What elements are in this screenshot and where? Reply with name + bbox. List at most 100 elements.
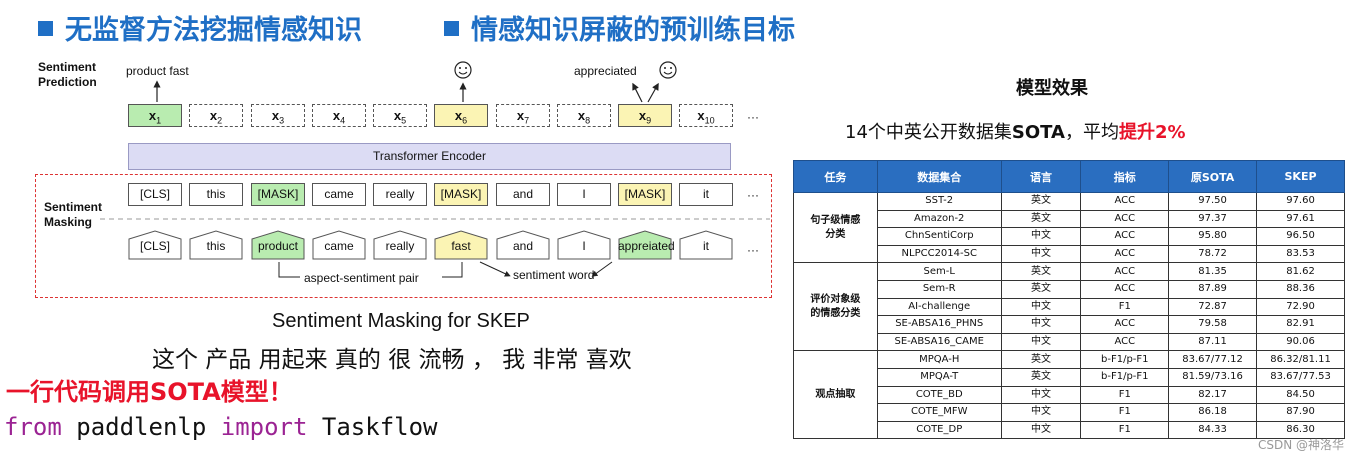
table-cell: 97.50: [1168, 192, 1258, 211]
bullet-square-icon: [444, 21, 459, 36]
sentiment-prediction-label: Sentiment Prediction: [38, 60, 97, 90]
masked-token: [MASK]: [434, 183, 488, 206]
table-cell: 81.35: [1168, 262, 1258, 281]
token-base: x: [332, 108, 341, 123]
original-token-text: this: [206, 239, 226, 253]
table-cell: 95.80: [1168, 227, 1258, 246]
product-fast-label: product fast: [126, 64, 189, 78]
table-cell: 79.58: [1168, 315, 1258, 334]
results-subtitle: 14个中英公开数据集SOTA，平均提升2%: [845, 118, 1186, 144]
table-cell: Sem-L: [876, 262, 1002, 281]
table-cell: 中文: [1000, 315, 1082, 334]
subtitle-sota: SOTA: [1011, 122, 1065, 143]
output-token: x2: [189, 104, 243, 127]
original-token-text: [CLS]: [139, 239, 170, 253]
table-cell: 中文: [1000, 385, 1082, 405]
token-base: x: [148, 108, 157, 123]
original-token: appreiated: [618, 230, 675, 260]
table-cell: AI-challenge: [876, 297, 1002, 317]
code-module: paddlenlp: [61, 413, 221, 441]
label-line: Masking: [44, 215, 93, 229]
table-cell: 87.90: [1256, 403, 1345, 422]
prediction-arrows: [153, 61, 677, 103]
output-token: x7: [496, 104, 550, 127]
masked-token: really: [373, 183, 427, 206]
table-cell: ACC: [1080, 315, 1170, 334]
table-cell: 97.61: [1256, 209, 1345, 229]
original-token-text: really: [385, 239, 415, 253]
original-token: fast: [434, 230, 488, 260]
token-base: x: [577, 108, 586, 123]
table-cell: COTE_DP: [876, 420, 1002, 440]
output-token: x8: [557, 104, 611, 127]
table-cell: 78.72: [1168, 244, 1258, 264]
original-token-text: appreiated: [618, 239, 675, 253]
table-cell: MPQA-T: [876, 367, 1002, 387]
results-title: 模型效果: [1016, 78, 1088, 99]
pair-annotation: [278, 261, 613, 278]
table-cell: 中文: [1000, 332, 1082, 352]
table-cell: COTE_MFW: [876, 403, 1002, 422]
table-cell: ACC: [1080, 262, 1170, 281]
output-token: x3: [251, 104, 305, 127]
table-cell: F1: [1080, 385, 1170, 405]
table-cell: F1: [1080, 403, 1170, 422]
divider-dashed: [100, 218, 770, 220]
table-cell: SE-ABSA16_CAME: [876, 332, 1002, 352]
original-token-text: it: [703, 239, 709, 253]
token-base: x: [209, 108, 218, 123]
table-cell: ACC: [1080, 227, 1170, 246]
table-cell: 86.32/81.11: [1256, 350, 1345, 369]
token-subscript: 9: [646, 115, 652, 126]
token-subscript: 8: [585, 115, 591, 126]
masked-token: and: [496, 183, 550, 206]
token-base: x: [697, 108, 705, 123]
table-cell: 英文: [1000, 279, 1082, 299]
original-token: this: [189, 230, 243, 260]
masked-token: [MASK]: [618, 183, 672, 206]
col-metric: 指标: [1080, 160, 1170, 193]
subtitle-highlight: 提升2%: [1118, 122, 1186, 143]
table-header-row: 任务 数据集合 语言 指标 原SOTA SKEP: [793, 160, 1345, 193]
output-token: x9: [618, 104, 672, 127]
table-cell: ChnSentiCorp: [876, 227, 1002, 246]
table-cell: 97.37: [1168, 209, 1258, 229]
code-name: Taskflow: [307, 413, 438, 441]
task-group-cell: 评价对象级的情感分类: [793, 262, 878, 352]
output-token: x5: [373, 104, 427, 127]
table-cell: ACC: [1080, 192, 1170, 211]
col-language: 语言: [1000, 160, 1082, 193]
token-subscript: 6: [462, 115, 468, 126]
table-cell: 86.18: [1168, 403, 1258, 422]
col-prev-sota: 原SOTA: [1168, 160, 1258, 193]
ellipsis: ···: [747, 188, 759, 202]
masked-token: I: [557, 183, 611, 206]
table-cell: 中文: [1000, 227, 1082, 246]
table-cell: NLPCC2014-SC: [876, 244, 1002, 264]
output-token: x10: [679, 104, 733, 127]
watermark: CSDN @神洛华: [1257, 438, 1344, 452]
table-cell: 中文: [1000, 244, 1082, 264]
table-cell: 87.89: [1168, 279, 1258, 299]
token-subscript: 10: [704, 115, 715, 126]
table-cell: 88.36: [1256, 279, 1345, 299]
output-token: x4: [312, 104, 366, 127]
aspect-sentiment-pair-label: aspect-sentiment pair: [304, 271, 419, 285]
token-subscript: 5: [401, 115, 407, 126]
masked-token: [MASK]: [251, 183, 305, 206]
table-cell: 84.33: [1168, 420, 1258, 440]
original-token-text: I: [582, 239, 586, 253]
masked-token: it: [679, 183, 733, 206]
token-subscript: 4: [340, 115, 346, 126]
table-cell: 96.50: [1256, 227, 1345, 246]
table-cell: 81.62: [1256, 262, 1345, 281]
original-token-text: came: [324, 239, 354, 253]
table-cell: SE-ABSA16_PHNS: [876, 315, 1002, 334]
table-cell: F1: [1080, 297, 1170, 317]
